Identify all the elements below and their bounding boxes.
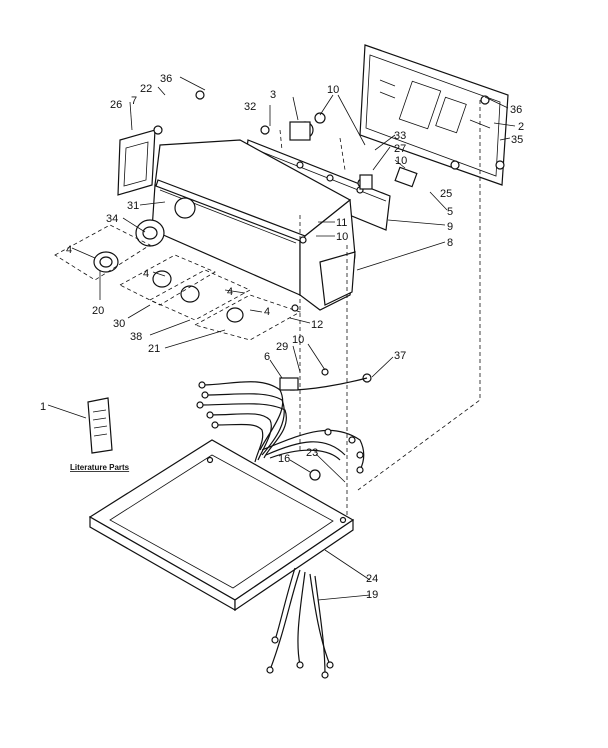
callout-12: 12: [311, 319, 323, 331]
callout-3: 3: [270, 89, 276, 101]
knob-outline-38: [149, 269, 251, 321]
switch-3: [289, 121, 311, 141]
callout-34: 34: [106, 213, 118, 225]
callout-32: 32: [244, 101, 256, 113]
callout-10a: 10: [327, 84, 339, 96]
callout-11: 11: [336, 217, 347, 229]
wiring-harness: [196, 377, 368, 474]
callout-27: 27: [394, 143, 406, 155]
backsplash-panel: [359, 44, 509, 186]
callout-7: 7: [131, 95, 137, 107]
alignment-lines: [279, 100, 481, 520]
callout-labels: 1 36 22 7 26 32 3 10 36 2 35 33 27 10 25…: [40, 73, 524, 601]
lower-harness: [266, 567, 334, 679]
literature-caption: Literature Parts: [70, 463, 130, 472]
callout-16: 16: [278, 453, 290, 465]
callout-20: 20: [92, 305, 104, 317]
literature-booklet: [87, 397, 113, 454]
top-frame: [88, 439, 355, 612]
callout-8: 8: [447, 237, 453, 249]
leader-lines: [47, 76, 516, 601]
callout-26: 26: [110, 99, 122, 111]
callout-2: 2: [518, 121, 524, 133]
knob-outline-20: [54, 224, 151, 281]
callout-30: 30: [113, 318, 125, 330]
callout-10c: 10: [336, 231, 348, 243]
knob-outline-30: [119, 254, 216, 306]
callout-29: 29: [276, 341, 288, 353]
callout-38: 38: [130, 331, 142, 343]
callout-5: 5: [447, 206, 453, 218]
callout-31: 31: [127, 200, 139, 212]
callout-10d: 10: [292, 334, 304, 346]
callout-1: 1: [40, 401, 46, 413]
callout-4b: 4: [143, 268, 149, 280]
callout-37: 37: [394, 350, 406, 362]
knob-group: [93, 219, 244, 323]
switch-5: [394, 166, 418, 188]
switch-27: [359, 174, 373, 190]
callout-21: 21: [148, 343, 160, 355]
callout-22: 22: [140, 83, 152, 95]
callout-10b: 10: [395, 155, 407, 167]
callout-4c: 4: [227, 286, 233, 298]
callout-36b: 36: [510, 104, 522, 116]
knob-outline-21: [193, 294, 301, 341]
callout-19: 19: [366, 589, 378, 601]
callout-4a: 4: [66, 244, 72, 256]
end-cap: [117, 129, 156, 196]
callout-24: 24: [366, 573, 378, 585]
callout-25: 25: [440, 188, 452, 200]
callout-35: 35: [511, 134, 523, 146]
callout-23: 23: [306, 447, 318, 459]
callout-6: 6: [264, 351, 270, 363]
callout-4d: 4: [264, 306, 270, 318]
main-console: [151, 139, 356, 311]
callout-33: 33: [394, 130, 406, 142]
callout-36a: 36: [160, 73, 172, 85]
callout-9: 9: [447, 221, 453, 233]
